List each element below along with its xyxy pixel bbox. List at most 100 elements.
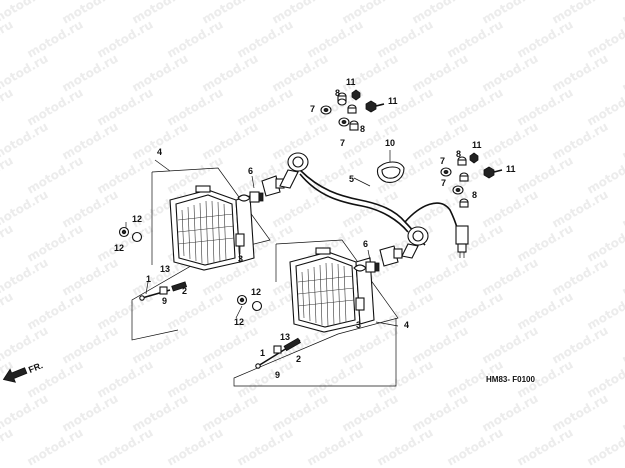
callout-2-upper: 2 (182, 286, 187, 296)
callout-4-upper-leader (154, 159, 171, 172)
watermark-text: motod.ru (340, 391, 401, 434)
watermark-text: motod.ru (550, 187, 611, 230)
watermark-text: motod.ru (60, 119, 121, 162)
watermark-text: motod.ru (25, 221, 86, 264)
grommet-7-top-a (320, 105, 332, 115)
watermark-text: motod.ru (165, 289, 226, 332)
watermark-text: motod.ru (305, 153, 366, 196)
watermark-text: motod.ru (620, 323, 625, 366)
watermark-text: motod.ru (550, 51, 611, 94)
callout-2-lower: 2 (296, 354, 301, 364)
watermark-text: motod.ru (165, 17, 226, 60)
bolt-11-right-a (469, 152, 479, 164)
callout-7-right-a: 7 (440, 156, 445, 166)
watermark-text: motod.ru (95, 85, 156, 128)
watermark-text: motod.ru (270, 187, 331, 230)
watermark-text: motod.ru (620, 0, 625, 27)
callout-labels: 4 6 5 10 11 8 11 7 8 7 11 8 7 11 7 8 12 … (114, 77, 516, 380)
watermark-text: motod.ru (305, 357, 366, 400)
lower-socket (379, 245, 403, 267)
upper-headlight-housing (169, 185, 255, 271)
watermark-text: motod.ru (515, 17, 576, 60)
callout-6-lower: 6 (363, 239, 368, 249)
callout-12-lower-a: 12 (251, 287, 261, 297)
watermark-text: motod.ru (445, 425, 506, 468)
callout-1-lower: 1 (260, 348, 265, 358)
watermark-text: motod.ru (235, 357, 296, 400)
callout-5: 5 (349, 174, 354, 184)
watermark-text: motod.ru (410, 51, 471, 94)
upper-aim-screw-set (139, 281, 188, 301)
watermark-text: motod.ru (25, 425, 86, 468)
watermark-text: motod.ru (235, 17, 296, 60)
callout-8-top-b: 8 (360, 124, 365, 134)
watermark-text: motod.ru (620, 119, 625, 162)
watermark-text: motod.ru (95, 17, 156, 60)
lower-aim-screw-set (255, 337, 301, 369)
watermark-text: motod.ru (480, 255, 541, 298)
collar-8-right-a (457, 156, 467, 166)
watermark-text: motod.ru (0, 425, 15, 468)
watermark-text: motod.ru (515, 153, 576, 196)
watermark-text: motod.ru (620, 255, 625, 298)
watermark-text: motod.ru (445, 85, 506, 128)
watermark-text: motod.ru (620, 391, 625, 434)
watermark-text: motod.ru (305, 17, 366, 60)
watermark-text: motod.ru (585, 425, 625, 468)
callout-3-lower: 3 (356, 320, 361, 330)
callout-7-top-b: 7 (340, 138, 345, 148)
upper-adjuster-nut (235, 233, 245, 247)
callout-9-upper: 9 (162, 296, 167, 306)
watermark-text: motod.ru (375, 85, 436, 128)
watermark-text: motod.ru (235, 85, 296, 128)
watermark-text: motod.ru (25, 17, 86, 60)
watermark-text: motod.ru (200, 119, 261, 162)
callout-8-right-b: 8 (472, 190, 477, 200)
callout-12-lower-b: 12 (234, 317, 244, 327)
upper-harness-connector (279, 152, 309, 189)
watermark-text: motod.ru (0, 289, 15, 332)
watermark-text: motod.ru (445, 17, 506, 60)
upper-headlight-assembly (118, 159, 285, 341)
callout-13-lower: 13 (280, 332, 290, 342)
watermark-text: motod.ru (25, 153, 86, 196)
upper-bulb (237, 191, 264, 203)
watermark-text: motod.ru (375, 357, 436, 400)
watermark-text: motod.ru (165, 153, 226, 196)
callout-4-lower: 4 (404, 320, 409, 330)
watermark-text: motod.ru (95, 289, 156, 332)
callout-10: 10 (385, 138, 395, 148)
watermark-text: motod.ru (515, 289, 576, 332)
watermark-text: motod.ru (0, 221, 15, 264)
watermark-text: motod.ru (200, 391, 261, 434)
wiring-harness (279, 152, 469, 259)
callout-leaders (125, 175, 399, 327)
callout-9-lower: 9 (275, 370, 280, 380)
watermark-text: motod.ru (165, 357, 226, 400)
watermark-text: motod.ru (60, 51, 121, 94)
watermark-text: motod.ru (480, 119, 541, 162)
callout-11-top-b: 11 (388, 96, 398, 106)
callout-7-right-b: 7 (441, 178, 446, 188)
watermark-text: motod.ru (60, 323, 121, 366)
watermark-text: motod.ru (270, 51, 331, 94)
collar-8-right-b (459, 172, 469, 182)
collar-8-top-b (347, 104, 357, 114)
watermark-text: motod.ru (130, 323, 191, 366)
right-fastener-group (440, 152, 503, 208)
callout-13-upper: 13 (160, 264, 170, 274)
callout-8-right-a: 8 (456, 149, 461, 159)
watermark-text: motod.ru (550, 323, 611, 366)
watermark-text: motod.ru (550, 255, 611, 298)
watermark-text: motod.ru (60, 187, 121, 230)
watermark-text: motod.ru (305, 425, 366, 468)
callout-6-upper: 6 (248, 166, 253, 176)
lower-headlight-housing (289, 247, 375, 333)
lower-bulb (353, 261, 380, 273)
callout-8-top-a: 8 (335, 88, 340, 98)
collar-8-top-c (349, 120, 359, 131)
lower-harness-connector (401, 226, 429, 259)
watermark-text: motod.ru (515, 221, 576, 264)
